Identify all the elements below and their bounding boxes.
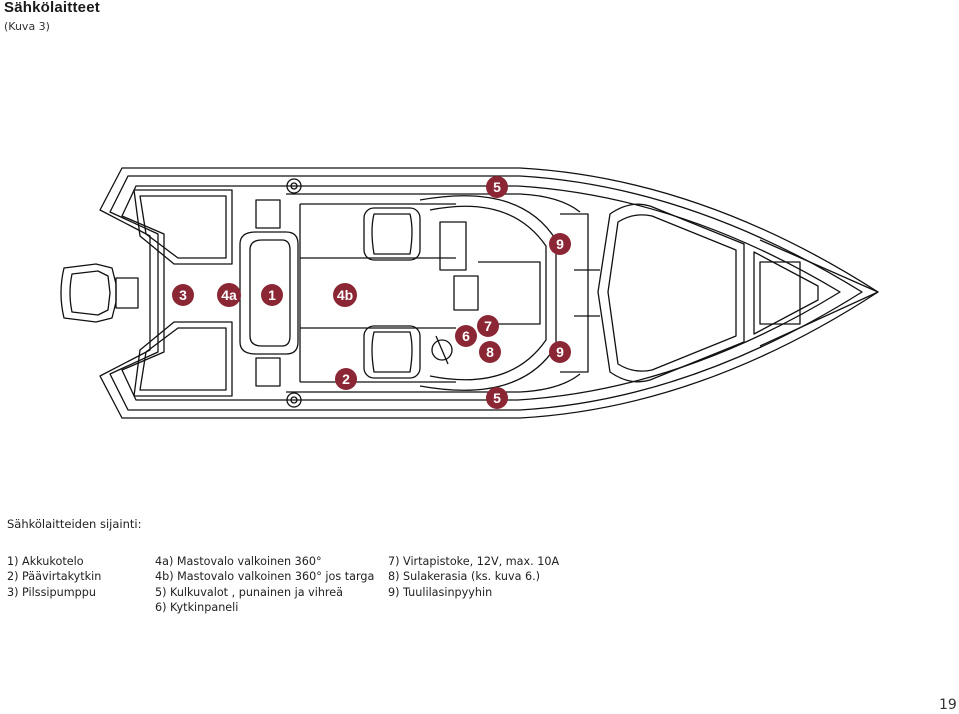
legend-item: 4b) Mastovalo valkoinen 360° jos targa [155,570,375,584]
marker-circle [549,233,571,255]
marker-label: 1 [268,287,276,303]
legend-item: 8) Sulakerasia (ks. kuva 6.) [388,570,541,584]
legend-column-3: 7) Virtapistoke, 12V, max. 10A 8) Sulake… [388,554,559,600]
location-marker-5: 5 [486,387,508,409]
location-marker-6: 6 [455,325,477,347]
boat-diagram: 5 9 3 4a 1 4b 67 8 9 2 5 [60,167,879,419]
marker-circle [477,315,499,337]
legend-item: 9) Tuulilasinpyyhin [388,585,493,599]
location-marker-2: 2 [335,368,357,390]
marker-label: 9 [556,236,564,252]
legend-item: 4a) Mastovalo valkoinen 360° [155,555,322,568]
marker-circle [479,341,501,363]
marker-label: 8 [486,344,494,360]
location-markers: 5 9 3 4a 1 4b 67 8 9 2 5 [172,176,571,409]
figure-reference: (Kuva 3) [4,20,50,33]
legend-column-1: 1) Akkukotelo 2) Päävirtakytkin 3) Pilss… [7,554,101,600]
marker-circle [455,325,477,347]
legend-item: 5) Kulkuvalot , punainen ja vihreä [155,585,344,599]
marker-label: 5 [493,390,501,406]
location-marker-1: 1 [261,284,283,306]
marker-circle [549,341,571,363]
hull-outline [99,167,879,419]
marker-label: 7 [484,318,492,334]
marker-circle [172,284,194,306]
legend-heading: Sähkölaitteiden sijainti: [7,517,142,531]
location-marker-3: 3 [172,284,194,306]
marker-label: 9 [556,344,564,360]
boat-outline [60,167,879,419]
location-marker-4a: 4a [217,283,241,307]
legend-item: 6) Kytkinpaneli [155,600,239,614]
marker-circle [486,387,508,409]
steering-wheel [431,339,453,361]
marker-label: 4b [337,287,353,303]
location-marker-7: 7 [477,315,499,337]
marker-label: 6 [462,328,470,344]
page-number: 19 [939,697,957,713]
location-marker-9: 9 [549,233,571,255]
marker-label: 3 [179,287,187,303]
marker-circle [333,283,357,307]
marker-label: 4a [221,287,237,303]
legend-item: 1) Akkukotelo [7,555,84,568]
page-title: Sähkölaitteet [4,0,100,16]
location-marker-9: 9 [549,341,571,363]
marker-circle [335,368,357,390]
legend-item: 7) Virtapistoke, 12V, max. 10A [388,555,560,568]
location-marker-8: 8 [479,341,501,363]
marker-label: 5 [493,179,501,195]
location-marker-4b: 4b [333,283,357,307]
location-marker-5: 5 [486,176,508,198]
legend-column-2: 4a) Mastovalo valkoinen 360° 4b) Mastova… [155,554,374,615]
marker-label: 2 [342,371,350,387]
legend-item: 3) Pilssipumppu [7,585,96,599]
marker-circle [261,284,283,306]
outboard-motor [60,263,117,323]
marker-circle [217,283,241,307]
legend-item: 2) Päävirtakytkin [7,570,102,584]
marker-circle [486,176,508,198]
